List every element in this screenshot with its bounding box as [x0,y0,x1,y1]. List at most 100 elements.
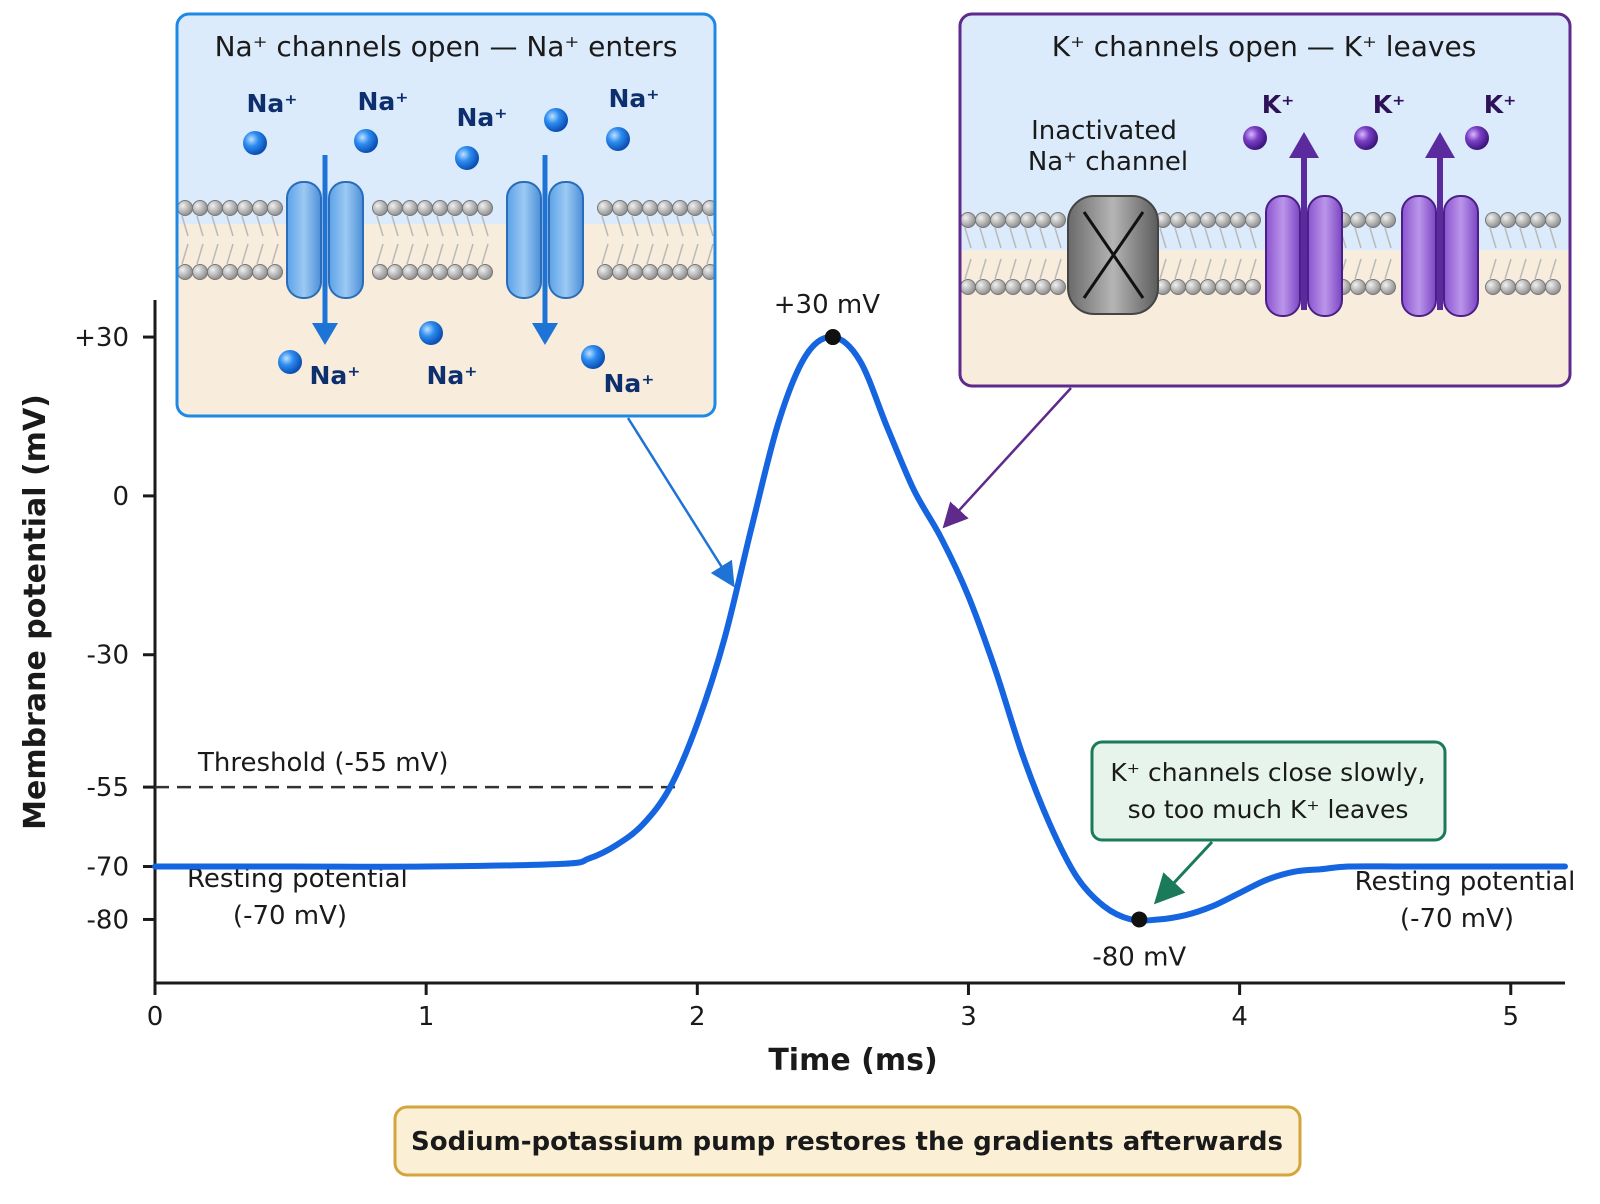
lipid-tail [691,243,699,265]
lipid-tail [1009,258,1017,280]
na-ion [419,321,443,345]
lipid-tail [1354,258,1362,280]
lipid-head [1215,279,1231,295]
lipid-tail [706,215,714,237]
y-ticks: +300-30-55-70-80 [74,323,155,935]
na-influx-arrowhead [532,323,558,345]
lipid-head [1035,279,1051,295]
lipid-head [192,264,208,280]
k-out-label-3: K⁺ [1484,90,1517,119]
lipid-tail [466,215,474,237]
lipid-head [642,200,658,216]
lipid-tail [1504,227,1512,249]
lipid-tail [646,243,654,265]
lipid-head [1245,279,1261,295]
lipid-head [372,264,388,280]
lipid-head [237,200,253,216]
na-ion [544,108,568,132]
lipid-head [387,200,403,216]
lipid-head [417,264,433,280]
lipid-tail [1534,258,1542,280]
y-tick-label: +30 [74,323,129,353]
lipid-tail [421,215,429,237]
lipid-head [672,200,688,216]
lipid-tail [706,243,714,265]
lipid-head [627,264,643,280]
lipid-tail [391,215,399,237]
lipid-tail [1249,227,1257,249]
lipid-tail [241,243,249,265]
lipid-head [1485,279,1501,295]
lipid-head [267,200,283,216]
lipid-head [1215,212,1231,228]
lipid-tail [241,215,249,237]
k-efflux-arrowhead [1289,132,1319,158]
k-channel-left-subunit [1401,195,1437,317]
lipid-head [477,264,493,280]
lipid-head [1530,212,1546,228]
lipid-tail [1009,227,1017,249]
x-tick-label: 3 [960,1002,977,1032]
k-channels-inset: K⁺ channels open — K⁺ leaves Inactivated… [958,12,1572,388]
lipid-tail [676,215,684,237]
lipid-head [960,279,976,295]
lipid-tail [256,243,264,265]
lipid-head [177,200,193,216]
y-tick-label: -70 [87,853,129,883]
y-tick-label: -80 [87,905,129,935]
lipid-tail [1039,227,1047,249]
y-tick-label: -55 [87,773,129,803]
na-inset-frame [175,12,717,418]
lipid-head [627,200,643,216]
lipid-head [432,264,448,280]
lipid-head [207,264,223,280]
lipid-tail [181,215,189,237]
peak-label: +30 mV [774,290,880,320]
lipid-tail [1519,258,1527,280]
lipid-head [1350,212,1366,228]
membrane-potential-curve [152,334,1568,924]
lipid-tail [436,215,444,237]
lipid-tail [1534,227,1542,249]
lipid-head [237,264,253,280]
k-ion [1354,126,1378,150]
lipid-tail [631,215,639,237]
k-channel-right-subunit [1443,195,1479,317]
resting-left-line2: (-70 mV) [233,901,347,931]
threshold-label: Threshold (-55 mV) [197,748,449,778]
lipid-head [975,279,991,295]
lipid-head [447,200,463,216]
lipid-tail [676,243,684,265]
lipid-tail [601,243,609,265]
lipid-tail [964,258,972,280]
inactivated-label-line2: Na⁺ channel [1028,147,1188,177]
resting-right-line1: Resting potential [1355,867,1576,897]
lipid-tail [994,258,1002,280]
lipid-head [1005,212,1021,228]
lipid-tail [1249,258,1257,280]
lipid-head [1050,279,1066,295]
lipid-head [1545,212,1561,228]
lipid-head [1230,212,1246,228]
lipid-tail [979,258,987,280]
lipid-tail [271,215,279,237]
lipid-tail [181,243,189,265]
lipid-head [1515,279,1531,295]
lipid-tail [1024,227,1032,249]
na-ion [243,131,267,155]
lipid-head [402,200,418,216]
lipid-head [1050,212,1066,228]
lipid-tail [1519,227,1527,249]
lipid-tail [406,243,414,265]
lipid-tail [994,227,1002,249]
lipid-head [222,200,238,216]
lipid-tail [616,243,624,265]
k-ion [1243,126,1267,150]
lipid-head [1380,212,1396,228]
lipid-head [1365,279,1381,295]
lipid-head [462,200,478,216]
k-channel-left-subunit [1265,195,1301,317]
lipid-head [387,264,403,280]
lipid-head [222,264,238,280]
na-in-label-3: Na⁺ [604,369,655,398]
